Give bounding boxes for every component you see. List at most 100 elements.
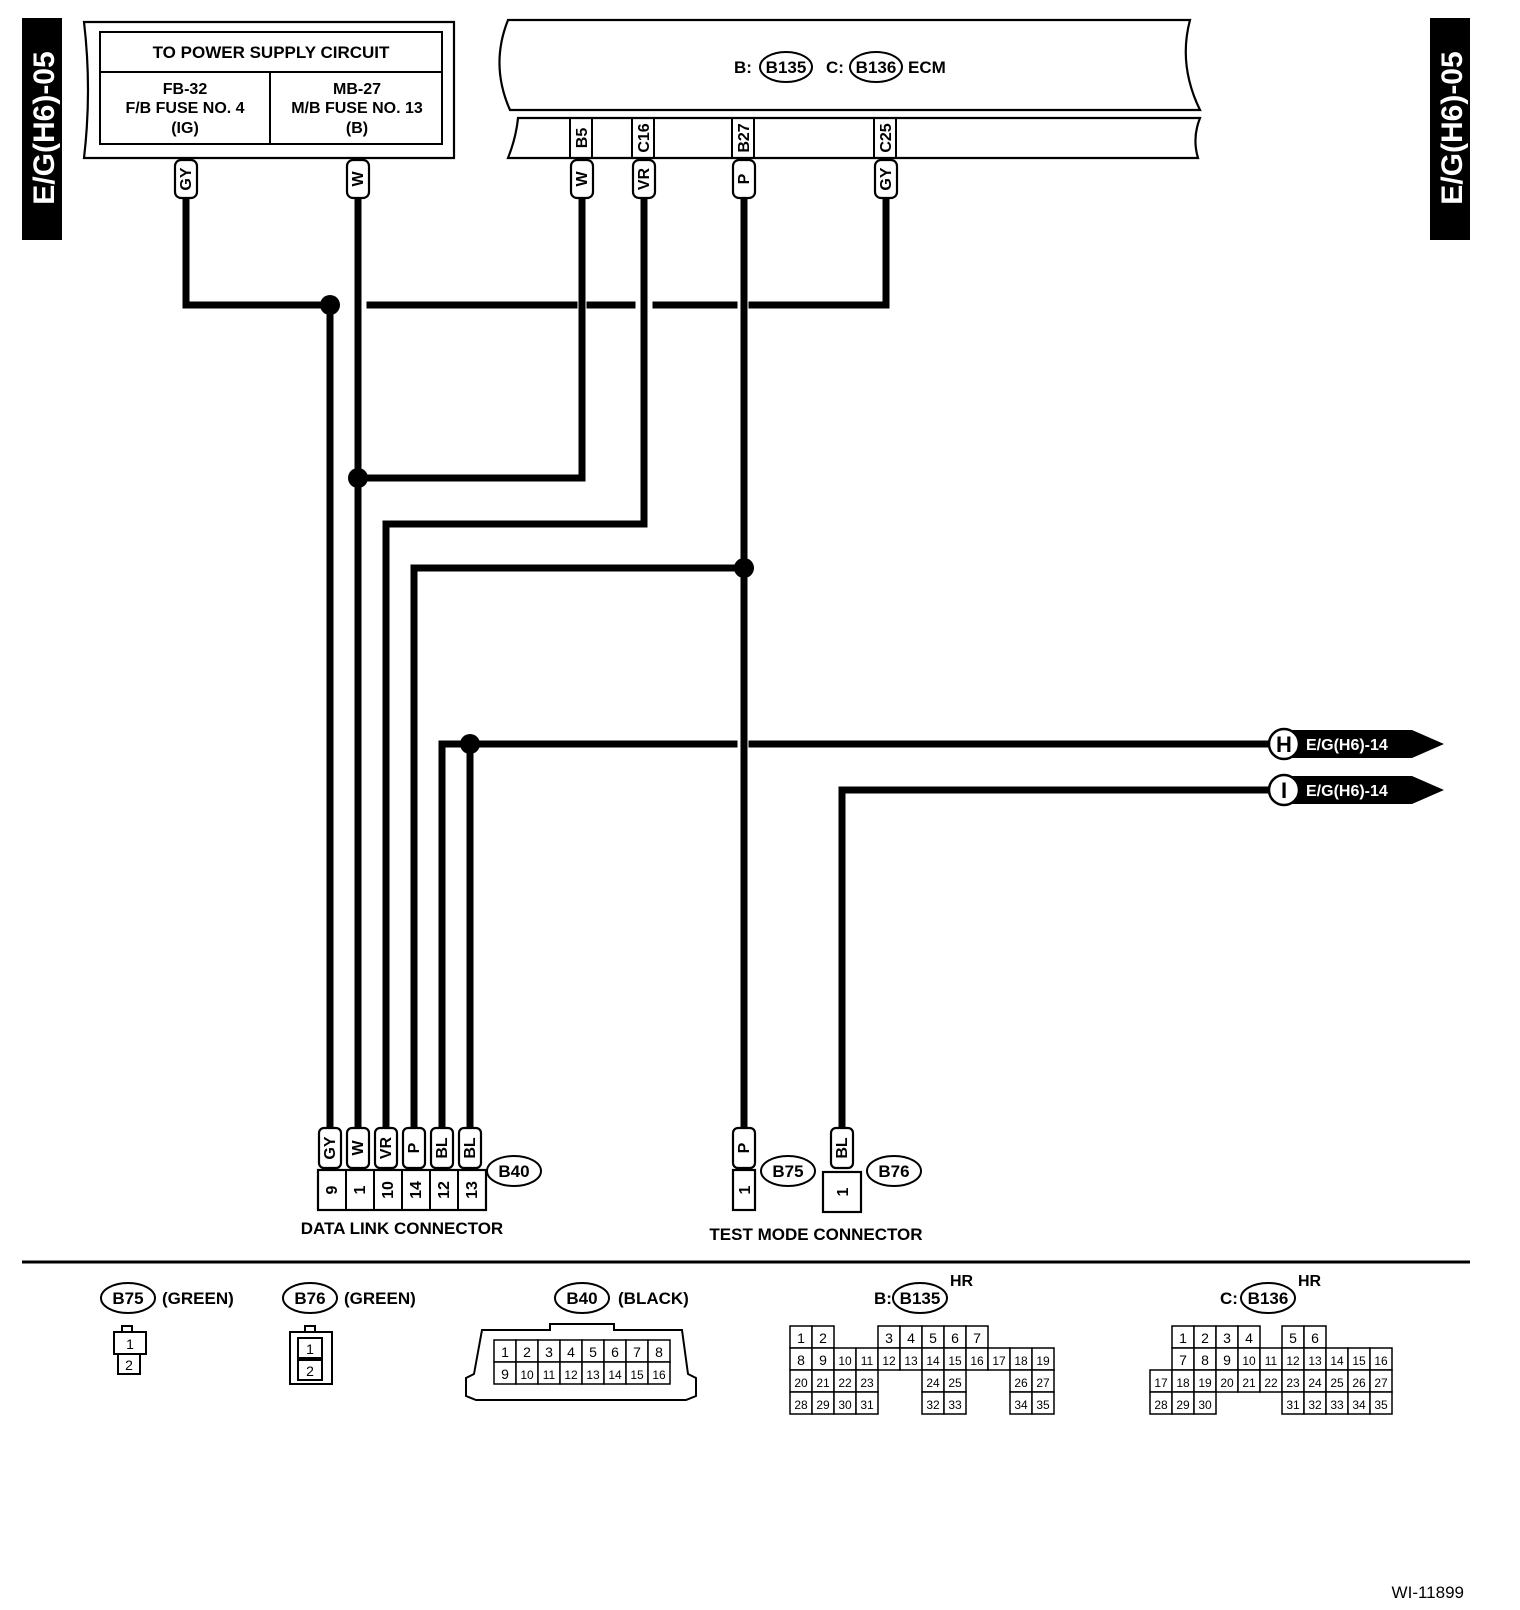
wire-color-gy-power: GY bbox=[178, 167, 195, 190]
pin-number: 14 bbox=[608, 1368, 622, 1382]
pin-number: 28 bbox=[1154, 1398, 1168, 1412]
b75-pin: 1 bbox=[737, 1185, 754, 1194]
legend-b136-id: B136 bbox=[1248, 1289, 1289, 1308]
legend-b76-pin: 2 bbox=[306, 1363, 314, 1379]
fuse-fb32-line2: F/B FUSE NO. 4 bbox=[125, 100, 244, 117]
dlc-pin: 14 bbox=[408, 1181, 425, 1199]
offpage-i: I E/G(H6)-14 bbox=[1267, 773, 1444, 807]
pin-number: 33 bbox=[948, 1398, 962, 1412]
pin-number: 3 bbox=[545, 1344, 553, 1360]
pin-number: 1 bbox=[797, 1330, 805, 1346]
legend-b136-prefix: C: bbox=[1220, 1289, 1238, 1308]
pin-number: 25 bbox=[948, 1376, 962, 1390]
pin-number: 18 bbox=[1176, 1376, 1190, 1390]
dlc-pin: 12 bbox=[436, 1181, 453, 1199]
top-wire-tags: GY W W VR P GY bbox=[173, 158, 899, 200]
pin-number: 10 bbox=[1242, 1354, 1256, 1368]
legend-b75-id: B75 bbox=[112, 1289, 143, 1308]
legend-b135-prefix: B: bbox=[874, 1289, 892, 1308]
pin-number: 7 bbox=[633, 1344, 641, 1360]
pin-number: 17 bbox=[1154, 1376, 1168, 1390]
offpage-h-ref: E/G(H6)-14 bbox=[1306, 737, 1388, 754]
offpage-h-letter: H bbox=[1276, 732, 1292, 757]
ecm-c-prefix: C: bbox=[826, 58, 844, 77]
dlc-pin: 10 bbox=[380, 1181, 397, 1199]
b76-wire: BL bbox=[834, 1137, 851, 1159]
pin-number: 8 bbox=[797, 1352, 805, 1368]
dlc-wire-4: P bbox=[406, 1142, 423, 1153]
power-supply-title: TO POWER SUPPLY CIRCUIT bbox=[153, 43, 390, 62]
legend-b40-color: (BLACK) bbox=[618, 1289, 689, 1308]
legend-b75-pin: 2 bbox=[125, 1357, 133, 1373]
pin-number: 31 bbox=[1286, 1398, 1300, 1412]
pin-number: 22 bbox=[1264, 1376, 1278, 1390]
pin-number: 25 bbox=[1330, 1376, 1344, 1390]
pin-number: 4 bbox=[567, 1344, 575, 1360]
legend-b76-color: (GREEN) bbox=[344, 1289, 416, 1308]
wire-color-b5: W bbox=[574, 171, 591, 187]
legend-b136-note: HR bbox=[1298, 1273, 1322, 1290]
pin-number: 1 bbox=[501, 1344, 509, 1360]
pin-number: 8 bbox=[1201, 1352, 1209, 1368]
pin-number: 20 bbox=[794, 1376, 808, 1390]
wire-color-c25: GY bbox=[878, 167, 895, 190]
dlc-wire-6: BL bbox=[462, 1137, 479, 1159]
wire-harness bbox=[182, 191, 1276, 1132]
pin-number: 2 bbox=[1201, 1330, 1209, 1346]
ecm-name: ECM bbox=[908, 58, 946, 77]
pin-number: 7 bbox=[1179, 1352, 1187, 1368]
legend-b76-pin: 1 bbox=[306, 1341, 314, 1357]
pin-number: 24 bbox=[1308, 1376, 1322, 1390]
offpage-i-ref: E/G(H6)-14 bbox=[1306, 783, 1388, 800]
pin-number: 26 bbox=[1352, 1376, 1366, 1390]
fuse-mb27-line2: M/B FUSE NO. 13 bbox=[291, 100, 423, 117]
pin-number: 12 bbox=[564, 1368, 578, 1382]
legend-b75-pin: 1 bbox=[126, 1336, 134, 1352]
pin-number: 11 bbox=[861, 1354, 874, 1368]
figure-id: WI-11899 bbox=[1392, 1583, 1464, 1602]
pin-number: 12 bbox=[1286, 1354, 1300, 1368]
pin-number: 6 bbox=[611, 1344, 619, 1360]
junction-dot bbox=[734, 558, 754, 578]
pin-number: 34 bbox=[1014, 1398, 1028, 1412]
pin-number: 10 bbox=[838, 1354, 852, 1368]
pin-number: 29 bbox=[1176, 1398, 1190, 1412]
test-mode-connector: P 1 B75 BL 1 B76 TEST MODE CONNECTOR bbox=[709, 1126, 923, 1244]
wire-color-w-power: W bbox=[350, 171, 367, 187]
dlc-wire-1: GY bbox=[322, 1136, 339, 1159]
power-supply-box: TO POWER SUPPLY CIRCUIT FB-32 F/B FUSE N… bbox=[82, 20, 456, 160]
pin-cell bbox=[647, 1361, 671, 1385]
offpage-h: H E/G(H6)-14 bbox=[1267, 727, 1444, 761]
pin-number: 18 bbox=[1014, 1354, 1028, 1368]
dlc-wire-3: VR bbox=[378, 1136, 395, 1159]
pin-number: 13 bbox=[586, 1368, 600, 1382]
pin-number: 5 bbox=[929, 1330, 937, 1346]
pin-number: 26 bbox=[1014, 1376, 1028, 1390]
dlc-pin: 13 bbox=[464, 1181, 481, 1199]
pin-number: 15 bbox=[948, 1354, 962, 1368]
legend-b76-id: B76 bbox=[294, 1289, 325, 1308]
pin-number: 30 bbox=[1198, 1398, 1212, 1412]
pin-number: 29 bbox=[816, 1398, 830, 1412]
pin-number: 3 bbox=[885, 1330, 893, 1346]
pin-cell bbox=[943, 1391, 967, 1415]
wire-color-c16: VR bbox=[636, 167, 653, 190]
junction-dot bbox=[460, 734, 480, 754]
pin-number: 9 bbox=[501, 1366, 509, 1382]
pin-number: 4 bbox=[1245, 1330, 1253, 1346]
ecm-pin-b27: B27 bbox=[736, 123, 753, 152]
pin-number: 3 bbox=[1223, 1330, 1231, 1346]
pin-number: 2 bbox=[819, 1330, 827, 1346]
fuse-fb32-line3: (IG) bbox=[171, 120, 199, 137]
pin-number: 8 bbox=[655, 1344, 663, 1360]
pin-number: 28 bbox=[794, 1398, 808, 1412]
test-mode-label: TEST MODE CONNECTOR bbox=[709, 1225, 922, 1244]
legend-b40-id: B40 bbox=[566, 1289, 597, 1308]
right-page-tag: E/G(H6)-05 bbox=[1430, 18, 1470, 240]
pin-cell bbox=[1369, 1391, 1393, 1415]
pin-number: 9 bbox=[1223, 1352, 1231, 1368]
pin-number: 16 bbox=[652, 1368, 666, 1382]
